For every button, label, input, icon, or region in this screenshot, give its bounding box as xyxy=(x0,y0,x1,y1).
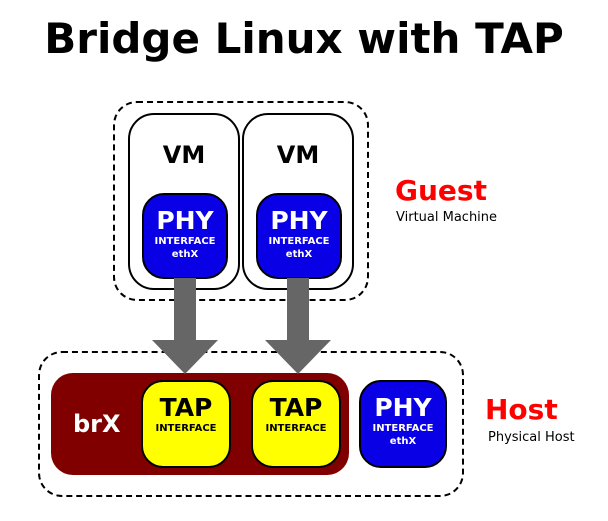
diagram-title: Bridge Linux with TAP xyxy=(44,14,564,63)
vm-phy-interface: PHY INTERFACE ethX xyxy=(142,193,228,279)
phy-device-name: ethX xyxy=(171,249,199,260)
tap-label: TAP xyxy=(159,393,213,422)
vm-phy-interface: PHY INTERFACE ethX xyxy=(256,193,342,279)
tap-interface-2: TAP INTERFACE xyxy=(251,380,341,468)
phy-label: PHY xyxy=(156,206,214,235)
tap-sublabel: INTERFACE xyxy=(265,423,327,434)
guest-label: Guest xyxy=(395,174,487,207)
tap-interface-1: TAP INTERFACE xyxy=(141,380,231,468)
host-region xyxy=(38,351,464,497)
vm-label: VM xyxy=(276,141,320,169)
tap-sublabel: INTERFACE xyxy=(155,423,217,434)
phy-sublabel: INTERFACE xyxy=(154,236,216,247)
arrow-vm2-to-tap2 xyxy=(265,278,331,374)
phy-sublabel: INTERFACE xyxy=(268,236,330,247)
phy-device-name: ethX xyxy=(389,436,417,447)
host-label: Host xyxy=(485,393,558,426)
vm-box-2: VM PHY INTERFACE ethX xyxy=(242,113,354,290)
phy-device-name: ethX xyxy=(285,249,313,260)
phy-sublabel: INTERFACE xyxy=(372,423,434,434)
host-phy-interface: PHY INTERFACE ethX xyxy=(359,380,447,468)
guest-sublabel: Virtual Machine xyxy=(396,210,498,225)
phy-label: PHY xyxy=(270,206,328,235)
vm-label: VM xyxy=(162,141,206,169)
guest-region xyxy=(113,101,369,301)
arrow-vm1-to-tap1 xyxy=(152,278,218,374)
phy-label: PHY xyxy=(374,393,432,422)
vm-box-1: VM PHY INTERFACE ethX xyxy=(128,113,240,290)
bridge-label: brX xyxy=(73,410,121,438)
host-sublabel: Physical Host xyxy=(488,430,575,445)
tap-label: TAP xyxy=(269,393,323,422)
